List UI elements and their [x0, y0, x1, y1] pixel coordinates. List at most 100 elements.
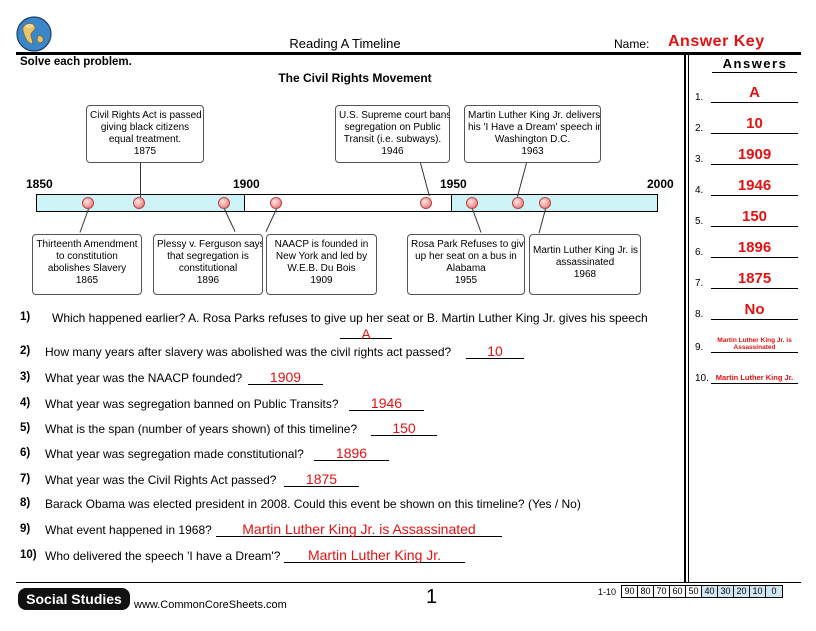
answer-number: 6. — [695, 247, 704, 258]
answer-row-8: 8. No — [695, 300, 798, 320]
timeline-marker-1946 — [420, 197, 432, 209]
answer-line[interactable] — [711, 352, 798, 353]
question-text: Barack Obama was elected president in 20… — [45, 497, 581, 511]
connector — [224, 208, 236, 232]
instructions: Solve each problem. — [20, 56, 132, 68]
question-text: Which happened earlier? A. Rosa Parks re… — [52, 311, 648, 325]
score-cell: 70 — [654, 586, 670, 597]
answer-number: 3. — [695, 154, 704, 165]
question-answer: 1946 — [370, 395, 403, 411]
answer-blank[interactable] — [371, 422, 437, 436]
score-cell: 20 — [734, 586, 750, 597]
answer-line[interactable] — [711, 319, 798, 320]
event-text: giving black citizens — [100, 122, 190, 133]
connector — [79, 208, 89, 233]
answer-value: Martin Luther King Jr. is Assassinated — [717, 337, 792, 351]
answer-number: 5. — [695, 216, 704, 227]
answers-title-underline — [712, 72, 797, 73]
answer-blank[interactable] — [340, 325, 392, 339]
footer-divider — [16, 582, 801, 583]
event-text: New York and led by — [275, 251, 368, 262]
question-number: 9) — [20, 523, 31, 535]
answer-row-5: 5. 150 — [695, 207, 798, 227]
score-cell: 50 — [686, 586, 702, 597]
answer-row-1: 1. A — [695, 83, 798, 103]
answer-number: 7. — [695, 278, 704, 289]
answer-number: 10. — [695, 373, 709, 384]
page-title: Reading A Timeline — [289, 36, 401, 51]
page-number: 1 — [426, 586, 438, 608]
score-cell: 30 — [718, 586, 734, 597]
event-year: 1875 — [133, 146, 157, 157]
answer-line[interactable] — [711, 383, 798, 384]
event-box-thirteenth-amendment: Thirteenth Amendment to constitution abo… — [32, 234, 142, 295]
timeline-marker-1896 — [218, 197, 230, 209]
event-year: 1963 — [521, 146, 544, 157]
question-text: What year was segregation banned on Publ… — [45, 397, 339, 411]
answer-line[interactable] — [711, 102, 798, 103]
event-box-naacp: NAACP is founded in New York and led by … — [266, 234, 377, 295]
header-divider — [16, 52, 801, 55]
answer-blank[interactable] — [466, 345, 524, 359]
answer-number: 2. — [695, 123, 704, 134]
score-cell: 0 — [766, 586, 782, 597]
column-divider — [688, 52, 689, 582]
event-year: 1865 — [75, 275, 99, 286]
answer-blank[interactable] — [349, 397, 424, 411]
connector — [516, 162, 527, 197]
question-1: 1) Which happened earlier? A. Rosa Parks… — [20, 311, 680, 345]
answer-row-4: 4. 1946 — [695, 176, 798, 196]
answer-blank[interactable] — [284, 473, 359, 487]
score-cell: 10 — [750, 586, 766, 597]
answer-line[interactable] — [711, 226, 798, 227]
question-answer: 1909 — [269, 369, 302, 385]
score-range-label: 1-10 — [598, 587, 617, 597]
question-answer: 10 — [487, 343, 503, 359]
question-5: 5) What is the span (number of years sho… — [20, 420, 680, 440]
answer-line[interactable] — [711, 133, 798, 134]
timeline-year-1850: 1850 — [26, 177, 53, 191]
question-answer: 1896 — [335, 445, 368, 461]
question-text: What year was the Civil Rights Act passe… — [45, 473, 277, 487]
question-number: 8) — [20, 497, 31, 509]
event-text: segregation on Public — [344, 122, 441, 133]
event-box-mlk-assassinated: Martin Luther King Jr. is assassinated 1… — [529, 234, 641, 295]
event-text: up her seat on a bus in — [415, 251, 517, 262]
event-box-i-have-a-dream: Martin Luther King Jr. delivers his 'I H… — [464, 105, 601, 163]
answer-blank[interactable] — [248, 371, 323, 385]
question-10: 10) Who delivered the speech 'I have a D… — [20, 547, 680, 567]
question-number: 10) — [20, 549, 37, 561]
event-text: Alabama — [446, 263, 486, 274]
answer-number: 8. — [695, 309, 704, 320]
score-cell: 90 — [622, 586, 638, 597]
timeline-title: The Civil Rights Movement — [278, 71, 432, 85]
timeline-year-1900: 1900 — [233, 177, 260, 191]
timeline-bar — [36, 194, 658, 212]
answer-value: No — [744, 301, 765, 318]
event-box-supreme-court: U.S. Supreme court bans segregation on P… — [335, 105, 450, 163]
answer-blank[interactable] — [284, 549, 465, 563]
answer-value: 150 — [741, 208, 768, 225]
event-text: his 'I Have a Dream' speech in — [468, 122, 601, 133]
globe-icon — [16, 16, 52, 52]
question-8: 8) Barack Obama was elected president in… — [20, 497, 680, 515]
question-text: What year was the NAACP founded? — [45, 371, 243, 385]
answer-line[interactable] — [711, 164, 798, 165]
answer-blank[interactable] — [314, 447, 389, 461]
answer-line[interactable] — [711, 195, 798, 196]
question-text: What is the span (number of years shown)… — [45, 422, 358, 436]
event-text: Civil Rights Act is passed — [90, 110, 202, 121]
question-answer: Martin Luther King Jr. is Assassinated — [242, 521, 476, 537]
question-7: 7) What year was the Civil Rights Act pa… — [20, 471, 680, 491]
event-text: constitutional — [178, 263, 238, 274]
website-link[interactable]: www.CommonCoreSheets.com — [134, 599, 287, 611]
answer-value: 1909 — [737, 146, 772, 163]
event-year: 1909 — [310, 275, 333, 286]
answer-line[interactable] — [711, 288, 798, 289]
timeline-marker-1955 — [466, 197, 478, 209]
question-text: What event happened in 1968? — [45, 523, 212, 537]
answer-blank[interactable] — [216, 523, 502, 537]
answer-number: 1. — [695, 92, 704, 103]
event-text: to constitution — [56, 251, 118, 262]
answer-line[interactable] — [711, 257, 798, 258]
